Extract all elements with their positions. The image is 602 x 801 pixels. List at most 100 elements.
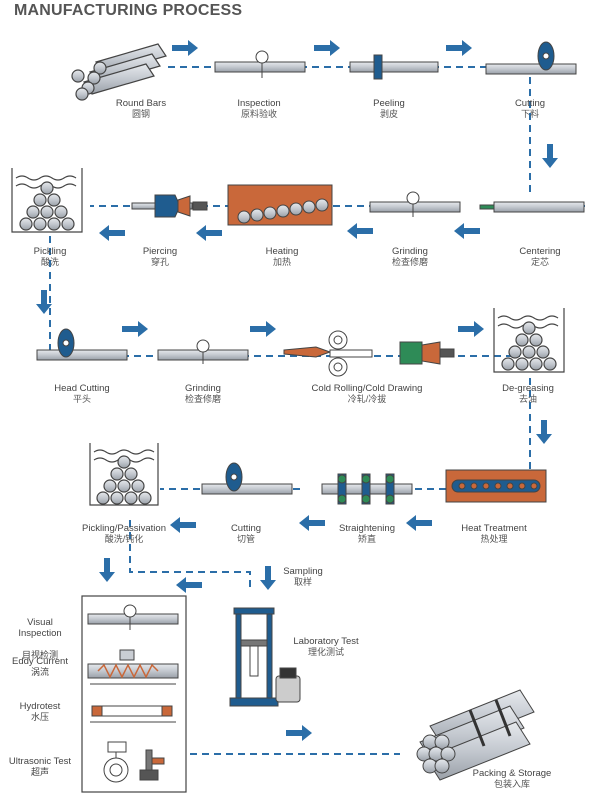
label-zh: 理化测试 [307, 647, 344, 657]
cutting-tube-icon [485, 41, 577, 75]
label-zh: 定芯 [530, 257, 549, 267]
label-zh: 目视检测 [21, 650, 58, 660]
label-zh: 圆钢 [131, 109, 150, 119]
head-cutting-tube-icon [36, 328, 128, 361]
direction-arrows [36, 40, 558, 741]
arrow-down-icon [99, 558, 115, 582]
label-zh: 包装入库 [493, 779, 530, 789]
heat-treatment-furnace-icon [445, 469, 547, 503]
arrow-right-icon [122, 321, 148, 337]
label-zh: 平头 [72, 394, 91, 404]
arrow-left-icon [176, 577, 202, 593]
cutting2-tube-icon [201, 462, 293, 495]
label-zh: 涡流 [30, 667, 49, 677]
label-peeling: Peeling 剥皮 [329, 98, 449, 120]
label-zh: 检查修磨 [391, 257, 428, 267]
label-zh: 检查修磨 [184, 394, 221, 404]
label-sampling: Sampling 取样 [243, 566, 363, 588]
label-zh: 加热 [272, 257, 291, 267]
label-head-cutting: Head Cutting 平头 [22, 383, 142, 405]
label-straightening: Straightening 矫直 [307, 523, 427, 545]
label-en: Heating [265, 246, 299, 257]
label-zh: 冷轧/冷拔 [347, 394, 387, 404]
arrow-left-icon [454, 223, 480, 239]
label-grinding-2: Grinding 检查修磨 [143, 383, 263, 405]
label-zh: 水压 [30, 712, 49, 722]
arrow-right-icon [458, 321, 484, 337]
label-packing-storage: Packing & Storage 包装入库 [452, 768, 572, 790]
arrow-right-icon [446, 40, 472, 56]
arrow-left-icon [196, 225, 222, 241]
label-cold-rolling: Cold Rolling/Cold Drawing 冷轧/冷拔 [307, 383, 427, 405]
label-pickling-passivation: Pickling/Passivation 酸洗/钝化 [64, 523, 184, 545]
packing-bundle-icon [416, 689, 535, 781]
arrow-right-icon [172, 40, 198, 56]
visual-inspection-icon [87, 604, 179, 630]
label-piercing: Piercing 穿孔 [100, 246, 220, 268]
label-en: Laboratory Test [293, 636, 359, 647]
label-en: Grinding [185, 383, 221, 394]
label-zh: 超声 [30, 767, 49, 777]
page-title: MANUFACTURING PROCESS [14, 2, 243, 19]
label-hydrotest: Hydrotest 水压 [0, 701, 85, 723]
label-en: Hydrotest [19, 701, 61, 712]
label-ultrasonic-test: Ultrasonic Test 超声 [0, 756, 85, 778]
ultrasonic-test-icon [103, 741, 165, 783]
arrow-down-icon [36, 290, 52, 314]
label-en: Centering [519, 246, 561, 257]
label-zh: 原料验收 [240, 109, 277, 119]
label-en: Heat Treatment [461, 523, 527, 534]
arrow-down-icon [536, 420, 552, 444]
label-zh: 去油 [518, 394, 537, 404]
label-en: Piercing [142, 246, 178, 257]
label-en: Inspection [237, 98, 281, 109]
label-en: Eddy Current [12, 656, 68, 667]
label-en: Cold Rolling/Cold Drawing [311, 383, 423, 394]
degreasing-tank-icon [493, 308, 565, 373]
arrow-left-icon [170, 517, 196, 533]
label-zh: 下料 [520, 109, 539, 119]
label-cutting-1: Cutting 下料 [470, 98, 590, 120]
label-heating: Heating 加热 [222, 246, 342, 268]
label-zh: 矫直 [357, 534, 376, 544]
label-zh: 热处理 [480, 534, 508, 544]
pickling-passivation-tank-icon [89, 443, 159, 506]
label-en: Pickling [33, 246, 67, 257]
arrow-right-icon [314, 40, 340, 56]
arrow-left-icon [99, 225, 125, 241]
label-zh: 切管 [236, 534, 255, 544]
label-en: Round Bars [115, 98, 167, 109]
label-en: Visual Inspection [18, 617, 62, 639]
hydrotest-icon [90, 705, 176, 723]
label-eddy-current: Eddy Current 涡流 [0, 656, 85, 678]
label-en: Pickling/Passivation [82, 523, 166, 534]
arrow-left-icon [347, 223, 373, 239]
label-centering: Centering 定芯 [480, 246, 600, 268]
label-inspection: Inspection 原料验收 [199, 98, 319, 120]
label-laboratory-test: Laboratory Test 理化测试 [266, 636, 386, 658]
piercing-icon [131, 194, 208, 218]
label-en: Packing & Storage [472, 768, 552, 779]
label-zh: 取样 [293, 577, 312, 587]
label-en: De-greasing [502, 383, 554, 394]
heating-furnace-icon [227, 184, 333, 226]
arrow-down-icon [260, 566, 276, 590]
label-round-bars: Round Bars 圆钢 [81, 98, 201, 120]
arrow-left-icon [299, 515, 325, 531]
cold-rolling-icon [283, 330, 455, 377]
label-zh: 穿孔 [150, 257, 169, 267]
pickling-tank-icon [11, 168, 83, 233]
peeling-tube-icon [349, 54, 439, 80]
eddy-current-icon [87, 649, 179, 685]
label-en: Sampling [283, 566, 323, 577]
arrow-right-icon [286, 725, 312, 741]
inspection-tube-icon [214, 50, 306, 78]
testing-panel [81, 595, 187, 793]
grinding2-tube-icon [157, 339, 249, 364]
label-en: Straightening [339, 523, 395, 534]
label-pickling: Pickling 酸洗 [0, 246, 110, 268]
label-heat-treatment: Heat Treatment 热处理 [434, 523, 554, 545]
grinding-tube-icon [369, 191, 461, 217]
label-degreasing: De-greasing 去油 [468, 383, 588, 405]
